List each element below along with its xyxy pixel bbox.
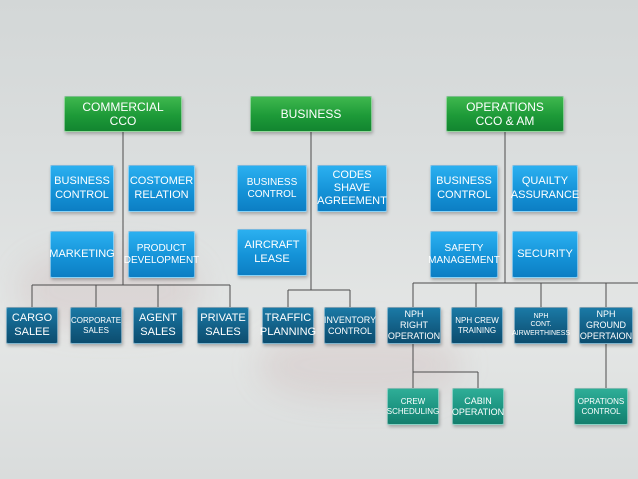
business-box: BUSINESS <box>250 96 372 132</box>
traffic-planning-box: TRAFFIC PLANNING <box>259 307 317 344</box>
business-business-control-box: BUSINESS CONTROL <box>237 165 307 212</box>
crew-scheduling-label: CREW SCHEDULING <box>386 396 440 416</box>
operations-business-control-box: BUSINESS CONTROL <box>430 165 498 212</box>
marketing-box: MARKETING <box>49 231 115 278</box>
agent-sales-box: AGENT SALES <box>133 307 183 344</box>
nph-ground-opertaion-label: NPH GROUND OPERTAION <box>579 309 633 341</box>
traffic-planning-label: TRAFFIC PLANNING <box>259 312 317 338</box>
cargo-salee-label: CARGO SALEE <box>11 312 53 338</box>
operations-business-control-label: BUSINESS CONTROL <box>436 175 492 201</box>
quality-assurance-box: QUAILTY ASSURANCE <box>510 165 580 212</box>
codes-shave-agreement-label: CODES SHAVE AGREEMENT <box>317 168 387 208</box>
commercial-business-control-label: BUSINESS CONTROL <box>54 175 110 201</box>
nph-crew-training-label: NPH CREW TRAINING <box>455 315 499 335</box>
aircraft-lease-label: AIRCRAFT LEASE <box>244 239 300 265</box>
nph-right-operation-box: NPH RIGHT OPERATION <box>387 307 441 344</box>
crew-scheduling-box: CREW SCHEDULING <box>387 388 439 425</box>
private-sales-label: PRIVATE SALES <box>200 312 246 338</box>
quality-assurance-label: QUAILTY ASSURANCE <box>510 175 580 201</box>
business-label: BUSINESS <box>280 106 342 121</box>
corporate-sales-box: CORPORATE SALES <box>70 307 122 344</box>
marketing-label: MARKETING <box>49 247 115 260</box>
operations-cco-am-box: OPERATIONS CCO & AM <box>446 96 564 132</box>
aircraft-lease-box: AIRCRAFT LEASE <box>237 229 307 276</box>
oprations-control-box: OPRATIONS CONTROL <box>574 388 628 425</box>
product-development-label: PRODUCT DEVELOPMENT <box>123 242 200 266</box>
costomer-relation-label: COSTOMER RELATION <box>129 175 194 201</box>
operations-label: OPERATIONS CCO & AM <box>466 99 544 128</box>
inventory-control-label: INVENTORY CONTROL <box>323 314 377 336</box>
costomer-relation-box: COSTOMER RELATION <box>128 165 195 212</box>
oprations-control-label: OPRATIONS CONTROL <box>577 396 625 416</box>
inventory-control-box: INVENTORY CONTROL <box>324 307 376 344</box>
agent-sales-label: AGENT SALES <box>139 312 177 338</box>
nph-right-operation-label: NPH RIGHT OPERATION <box>387 309 441 341</box>
product-development-box: PRODUCT DEVELOPMENT <box>124 231 199 278</box>
security-box: SECURITY <box>512 231 578 278</box>
safety-management-label: SAFETY MANAGEMENT <box>428 242 500 266</box>
codes-shave-agreement-box: CODES SHAVE AGREEMENT <box>317 165 387 212</box>
security-label: SECURITY <box>517 247 573 260</box>
commercial-cco-label: COMMERCIAL CCO <box>82 99 164 128</box>
business-business-control-label: BUSINESS CONTROL <box>246 176 298 200</box>
nph-crew-training-box: NPH CREW TRAINING <box>451 307 503 344</box>
cargo-salee-box: CARGO SALEE <box>6 307 58 344</box>
nph-cont-airwerthiness-box: NPH CONT. AIRWERTHINESS <box>511 307 571 344</box>
corporate-sales-label: CORPORATE SALES <box>70 315 122 335</box>
cabin-operation-box: CABIN OPERATION <box>452 388 504 425</box>
safety-management-box: SAFETY MANAGEMENT <box>428 231 500 278</box>
nph-cont-airwerthiness-label: NPH CONT. AIRWERTHINESS <box>511 312 571 337</box>
commercial-business-control-box: BUSINESS CONTROL <box>50 165 114 212</box>
cabin-operation-label: CABIN OPERATION <box>451 395 505 417</box>
nph-ground-opertaion-box: NPH GROUND OPERTAION <box>579 307 633 344</box>
private-sales-box: PRIVATE SALES <box>197 307 249 344</box>
commercial-cco-box: COMMERCIAL CCO <box>64 96 182 132</box>
